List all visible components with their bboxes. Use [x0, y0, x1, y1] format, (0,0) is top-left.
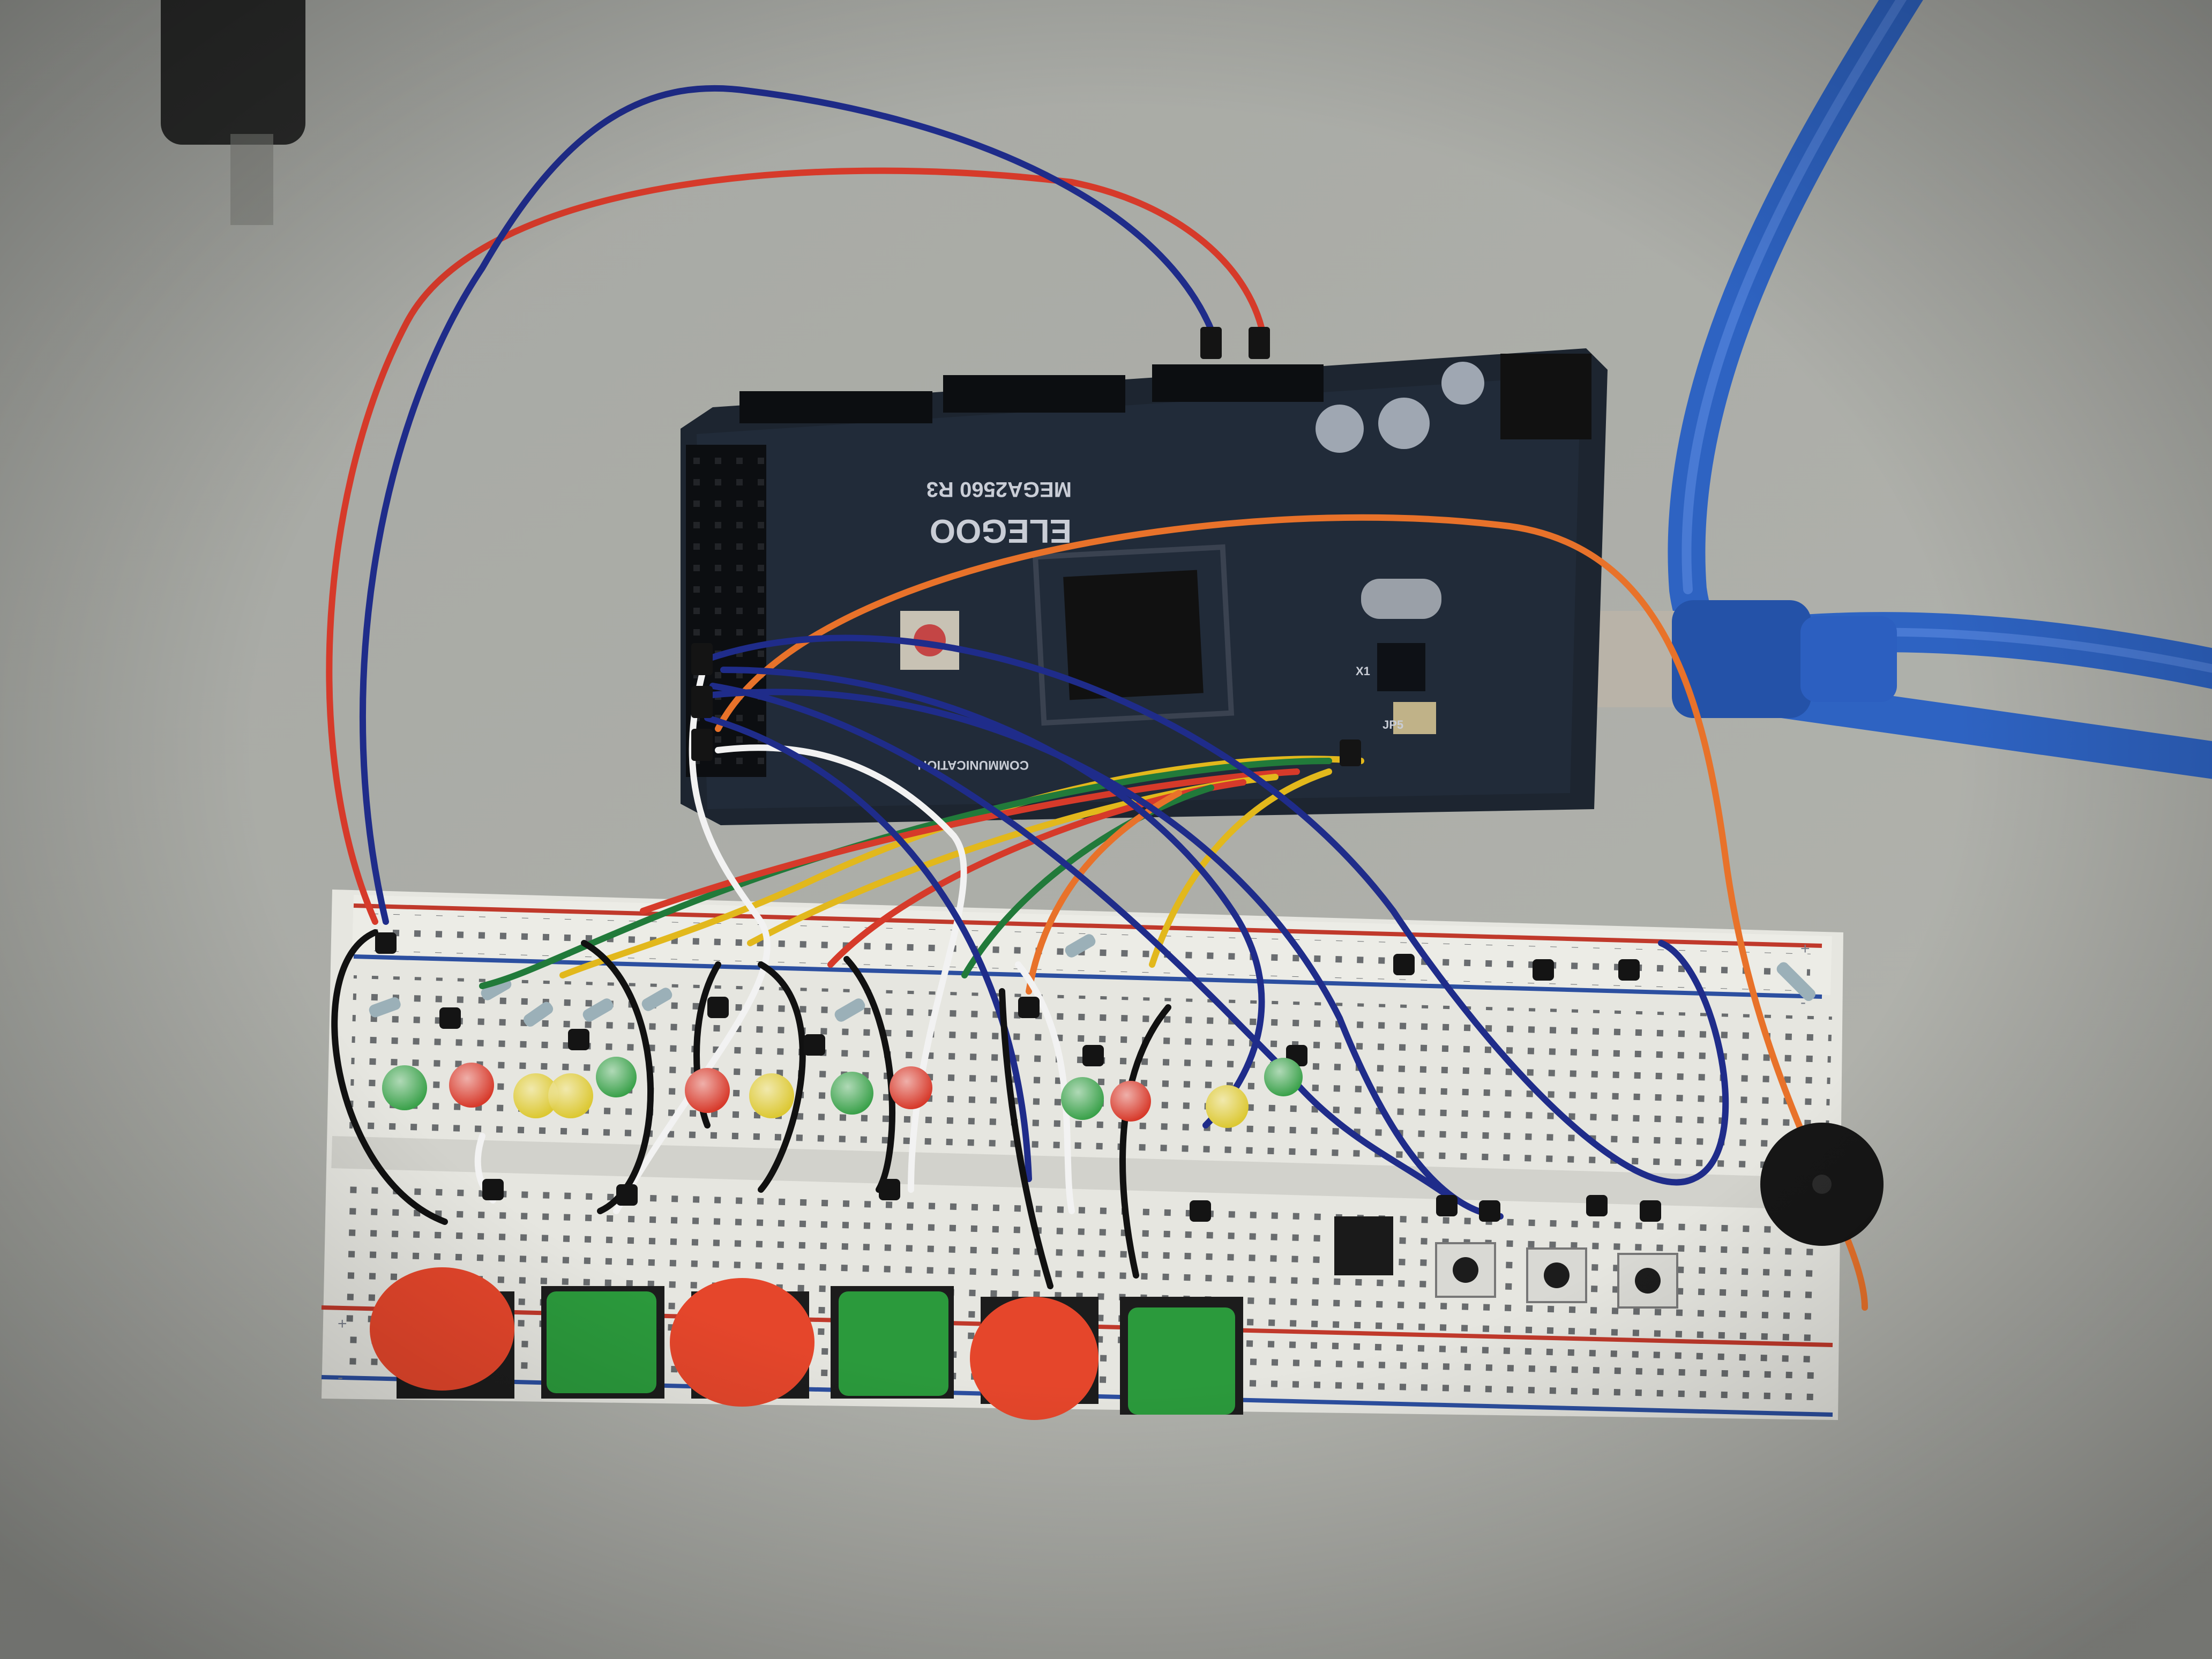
rail-plus-bottom: +	[338, 1315, 347, 1333]
rail-plus-top: +	[1800, 940, 1810, 958]
board-model: MEGA2560 R3	[926, 477, 1072, 501]
green-button	[831, 1286, 954, 1399]
red-button	[970, 1297, 1098, 1420]
rail-minus-bottom: -	[338, 1369, 343, 1386]
green-button	[1120, 1297, 1243, 1415]
green-button	[541, 1286, 664, 1399]
buzzer	[1760, 1123, 1884, 1246]
board-label-x1: X1	[1356, 664, 1370, 678]
red-button	[670, 1278, 814, 1407]
board-brand: ELEGOO	[930, 512, 1072, 549]
board-label-jp5: JP5	[1382, 718, 1403, 731]
